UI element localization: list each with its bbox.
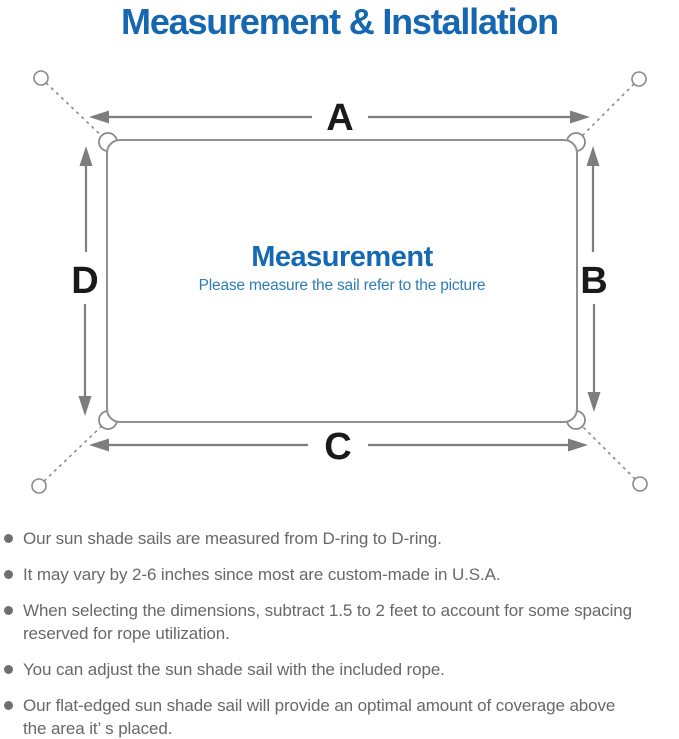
anchor-line-top-right	[575, 78, 640, 143]
anchor-point-icon	[632, 476, 648, 492]
diagram-center-subtitle: Please measure the sail refer to the pic…	[198, 277, 486, 294]
measurement-arrows	[78, 110, 601, 452]
arrowhead-up-icon	[586, 146, 600, 166]
note-text: When selecting the dimensions, subtract …	[23, 601, 632, 643]
arrowhead-right-icon	[570, 110, 590, 124]
arrowhead-down-icon	[587, 392, 601, 412]
note-text: Our sun shade sails are measured from D-…	[23, 529, 442, 548]
list-item: When selecting the dimensions, subtract …	[4, 599, 675, 645]
anchor-point-icon	[631, 71, 647, 87]
list-item: Our flat-edged sun shade sail will provi…	[4, 694, 675, 739]
bullet-icon	[4, 534, 13, 543]
arrowhead-down-icon	[78, 396, 92, 416]
dimension-label-c: C	[324, 426, 351, 468]
list-item: Our sun shade sails are measured from D-…	[4, 527, 675, 550]
anchor-point-icon	[33, 70, 49, 86]
anchor-line-bottom-left	[38, 419, 109, 487]
anchor-point-icon	[31, 478, 47, 494]
bullet-icon	[4, 701, 13, 710]
arrowhead-left-icon	[89, 438, 109, 452]
anchor-line-top-left	[40, 77, 109, 143]
bullet-icon	[4, 570, 13, 579]
list-item: You can adjust the sun shade sail with t…	[4, 658, 675, 681]
dimension-label-d: D	[71, 260, 98, 302]
anchor-line-bottom-right	[575, 419, 641, 485]
bullet-icon	[4, 606, 13, 615]
arrowhead-up-icon	[79, 146, 93, 166]
notes-list: Our sun shade sails are measured from D-…	[0, 527, 679, 739]
note-text: You can adjust the sun shade sail with t…	[23, 660, 445, 679]
dimension-label-a: A	[326, 97, 353, 139]
note-text: Our flat-edged sun shade sail will provi…	[23, 696, 616, 738]
arrowhead-left-icon	[89, 110, 109, 124]
diagram-center-title: Measurement	[251, 241, 433, 273]
page-title: Measurement & Installation	[121, 1, 559, 42]
bullet-icon	[4, 665, 13, 674]
arrowhead-right-icon	[568, 438, 588, 452]
anchor-lines	[38, 77, 641, 487]
note-text: It may vary by 2-6 inches since most are…	[23, 565, 501, 584]
dimension-label-b: B	[580, 260, 607, 302]
list-item: It may vary by 2-6 inches since most are…	[4, 563, 675, 586]
sail-outline	[106, 139, 578, 423]
